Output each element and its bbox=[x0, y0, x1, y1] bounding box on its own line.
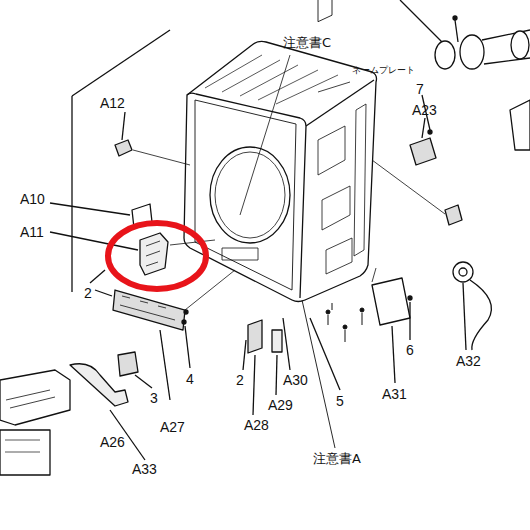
callout-number: 3 bbox=[150, 391, 158, 405]
callout-number: A33 bbox=[132, 462, 157, 476]
callout-number: A11 bbox=[20, 225, 44, 239]
callout-number: 2 bbox=[84, 286, 92, 300]
callout-number: A27 bbox=[160, 420, 185, 434]
callout-number: A28 bbox=[244, 418, 269, 432]
note-label: 注意書A bbox=[313, 452, 361, 465]
callout-number: A12 bbox=[100, 96, 125, 110]
callout-number: 2 bbox=[236, 373, 244, 387]
callout-number: A32 bbox=[456, 354, 481, 368]
callout-number: A26 bbox=[100, 435, 125, 449]
callout-number: 4 bbox=[186, 372, 194, 386]
note-label: ネームプレート bbox=[352, 66, 415, 75]
callout-number: 7 bbox=[416, 82, 424, 96]
callout-number: A29 bbox=[268, 398, 293, 412]
note-label: 注意書C bbox=[283, 36, 331, 49]
callout-number: A10 bbox=[20, 192, 45, 206]
callout-number: A31 bbox=[382, 387, 407, 401]
callout-number: 5 bbox=[336, 394, 344, 408]
callout-number: A23 bbox=[412, 103, 437, 117]
callout-number: A30 bbox=[283, 373, 308, 387]
callout-number: 6 bbox=[406, 343, 414, 357]
